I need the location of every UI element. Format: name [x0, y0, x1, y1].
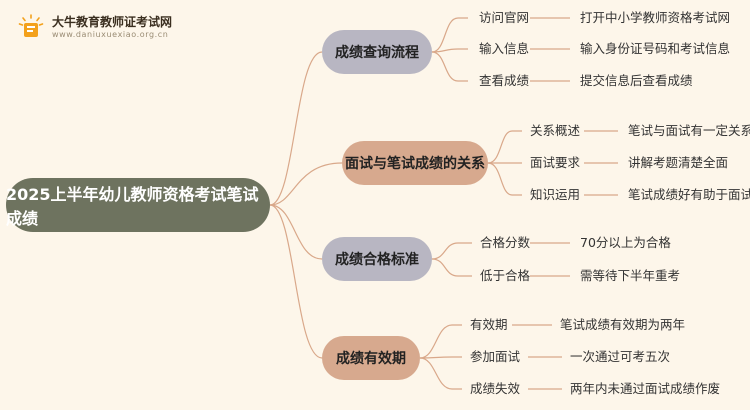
link-b2-l3 [487, 162, 522, 196]
leaf-key: 知识运用 [530, 187, 581, 202]
link-b4-l3 [419, 357, 462, 390]
leaf-key: 面试要求 [530, 155, 581, 170]
branch-validity: 成绩有效期 [322, 336, 420, 380]
link-b3-l2 [431, 258, 472, 277]
link-root-b3 [269, 204, 323, 260]
link-root-b4 [269, 204, 323, 359]
leaf-value: 笔试与面试有一定关系 [628, 123, 750, 138]
leaf-key: 关系概述 [530, 123, 581, 138]
root-topic: 2025上半年幼儿教师资格考试笔试成绩 [6, 178, 270, 232]
leaf-value: 输入身份证号码和考试信息 [580, 41, 731, 56]
leaf-key: 查看成绩 [479, 73, 530, 88]
leaf-value: 讲解考题清楚全面 [628, 155, 729, 170]
link-b3-l1 [431, 242, 472, 260]
leaf-key: 输入信息 [479, 41, 530, 56]
link-b4-l2 [419, 356, 462, 359]
leaf-value: 打开中小学教师资格考试网 [580, 10, 731, 25]
leaf-key: 访问官网 [479, 10, 530, 25]
logo-url: www.daniuxuexiao.org.cn [52, 29, 169, 39]
link-b4-l1 [419, 324, 462, 359]
leaf-key: 有效期 [470, 317, 508, 332]
link-b1-l2 [431, 48, 468, 53]
leaf-key: 低于合格 [480, 268, 531, 283]
logo-title: 大牛教育教师证考试网 [52, 14, 173, 29]
branch-score-query: 成绩查询流程 [322, 30, 432, 74]
book-logo-icon [18, 14, 44, 40]
leaf-value: 一次通过可考五次 [570, 349, 671, 364]
leaf-key: 合格分数 [480, 235, 531, 250]
leaf-key: 成绩失效 [470, 381, 521, 396]
leaf-value: 两年内未通过面试成绩作废 [570, 381, 721, 396]
link-root-b2 [269, 162, 343, 206]
link-b2-l1 [487, 130, 522, 164]
leaf-value: 提交信息后查看成绩 [580, 73, 693, 88]
leaf-value: 70分以上为合格 [580, 235, 671, 250]
link-b1-l1 [431, 17, 468, 53]
leaf-value: 笔试成绩好有助于面试 [628, 187, 750, 202]
link-b1-l3 [431, 51, 468, 82]
leaf-key: 参加面试 [470, 349, 521, 364]
leaf-value: 笔试成绩有效期为两年 [560, 317, 686, 332]
branch-pass-standard: 成绩合格标准 [322, 237, 432, 281]
leaf-value: 需等待下半年重考 [580, 268, 681, 283]
branch-interview-relation: 面试与笔试成绩的关系 [342, 141, 488, 185]
site-logo: 大牛教育教师证考试网 www.daniuxuexiao.org.cn [18, 14, 172, 40]
link-root-b1 [269, 51, 323, 206]
